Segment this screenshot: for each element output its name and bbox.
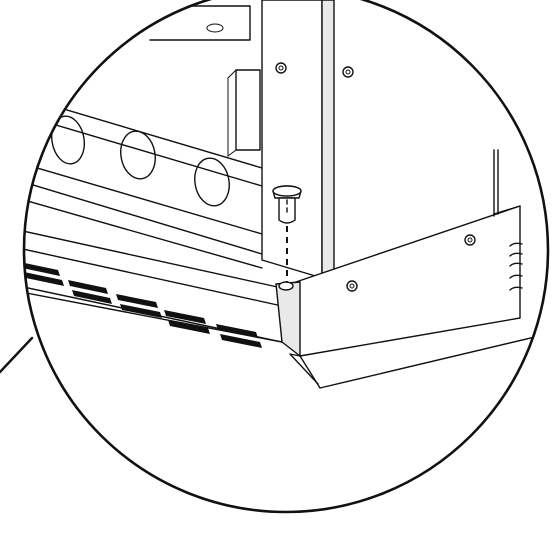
post-rivet [342,66,354,78]
panel-screw [346,280,358,292]
post-rivet [275,62,287,74]
vented-base-rail [24,225,283,348]
magnifier-circle [22,0,550,514]
bolt-hole [278,281,294,291]
rail-hole [194,157,230,207]
background-housing [149,5,261,157]
louver-slots [24,262,262,348]
rail-hole [120,130,156,180]
corner-bracket [275,281,301,357]
corner-post [261,0,354,279]
screw-icon [272,185,302,224]
panel-vent-slots [509,242,523,291]
magnified-view [24,0,548,389]
panel-screw [464,234,476,246]
rail-hole [51,115,85,165]
callout-leader-line [0,336,34,374]
